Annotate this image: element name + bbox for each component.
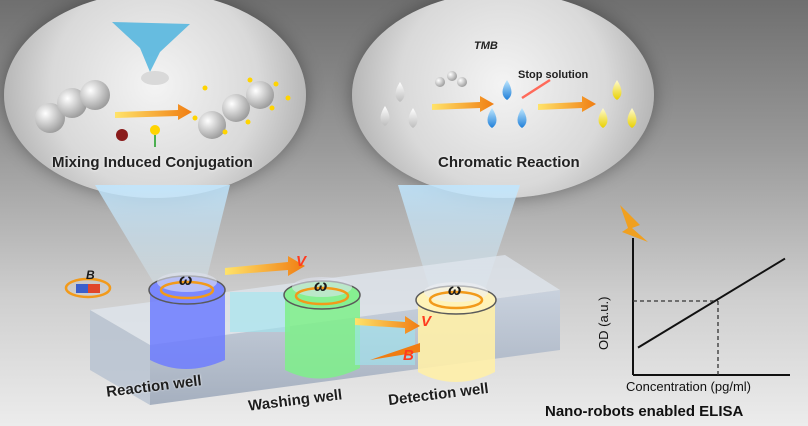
omega-label-detection: ω [448,282,462,299]
conjugated-spheres [192,77,291,139]
beam-left [95,185,230,285]
pipette-icon [521,78,551,100]
rotation-arrow-reaction [159,280,215,300]
rotation-arrow-detection [428,290,484,310]
omega-label-washing: ω [314,278,328,295]
detection-well [415,282,497,382]
graph-xlabel: Concentration (pg/ml) [626,379,751,394]
mixing-arrow [115,104,192,120]
chip-side [90,310,150,405]
mixing-label: Mixing Induced Conjugation [52,154,253,171]
reaction-arrow-1 [432,96,494,112]
rotation-arrow-washing [294,286,350,306]
antibody-icon [150,125,160,135]
caption: Nano-robots enabled ELISA [545,403,744,420]
blue-droplets [487,80,527,128]
tmb-label: TMB [474,40,498,52]
magnetic-field-label: B [86,268,95,282]
mixing-vortex-icon [112,22,190,72]
field-arrow-detection [370,343,420,360]
magnetic-field-label-detection: B [403,347,414,364]
channel-1 [230,292,290,332]
output-arrow [620,205,648,242]
field-rotation-icon [64,277,112,299]
reaction-well [148,272,226,369]
transport-arrow-2 [355,316,420,334]
yellow-droplets [598,80,637,128]
graph-ylabel: OD (a.u.) [596,296,611,350]
velocity-label-2: V [421,313,432,330]
reaction-arrow-2 [538,96,596,112]
transport-arrow-1 [225,256,305,276]
antigen-icon [116,129,128,141]
nanorobot-spheres [35,80,110,133]
velocity-label-1: V [296,253,307,270]
omega-label-reaction: ω [179,272,193,289]
od-graph [632,238,790,376]
calibration-line [637,257,786,349]
white-droplets [380,82,418,128]
chromatic-label: Chromatic Reaction [438,154,580,171]
stop-solution-label: Stop solution [518,69,589,81]
tmb-particles [435,71,467,87]
